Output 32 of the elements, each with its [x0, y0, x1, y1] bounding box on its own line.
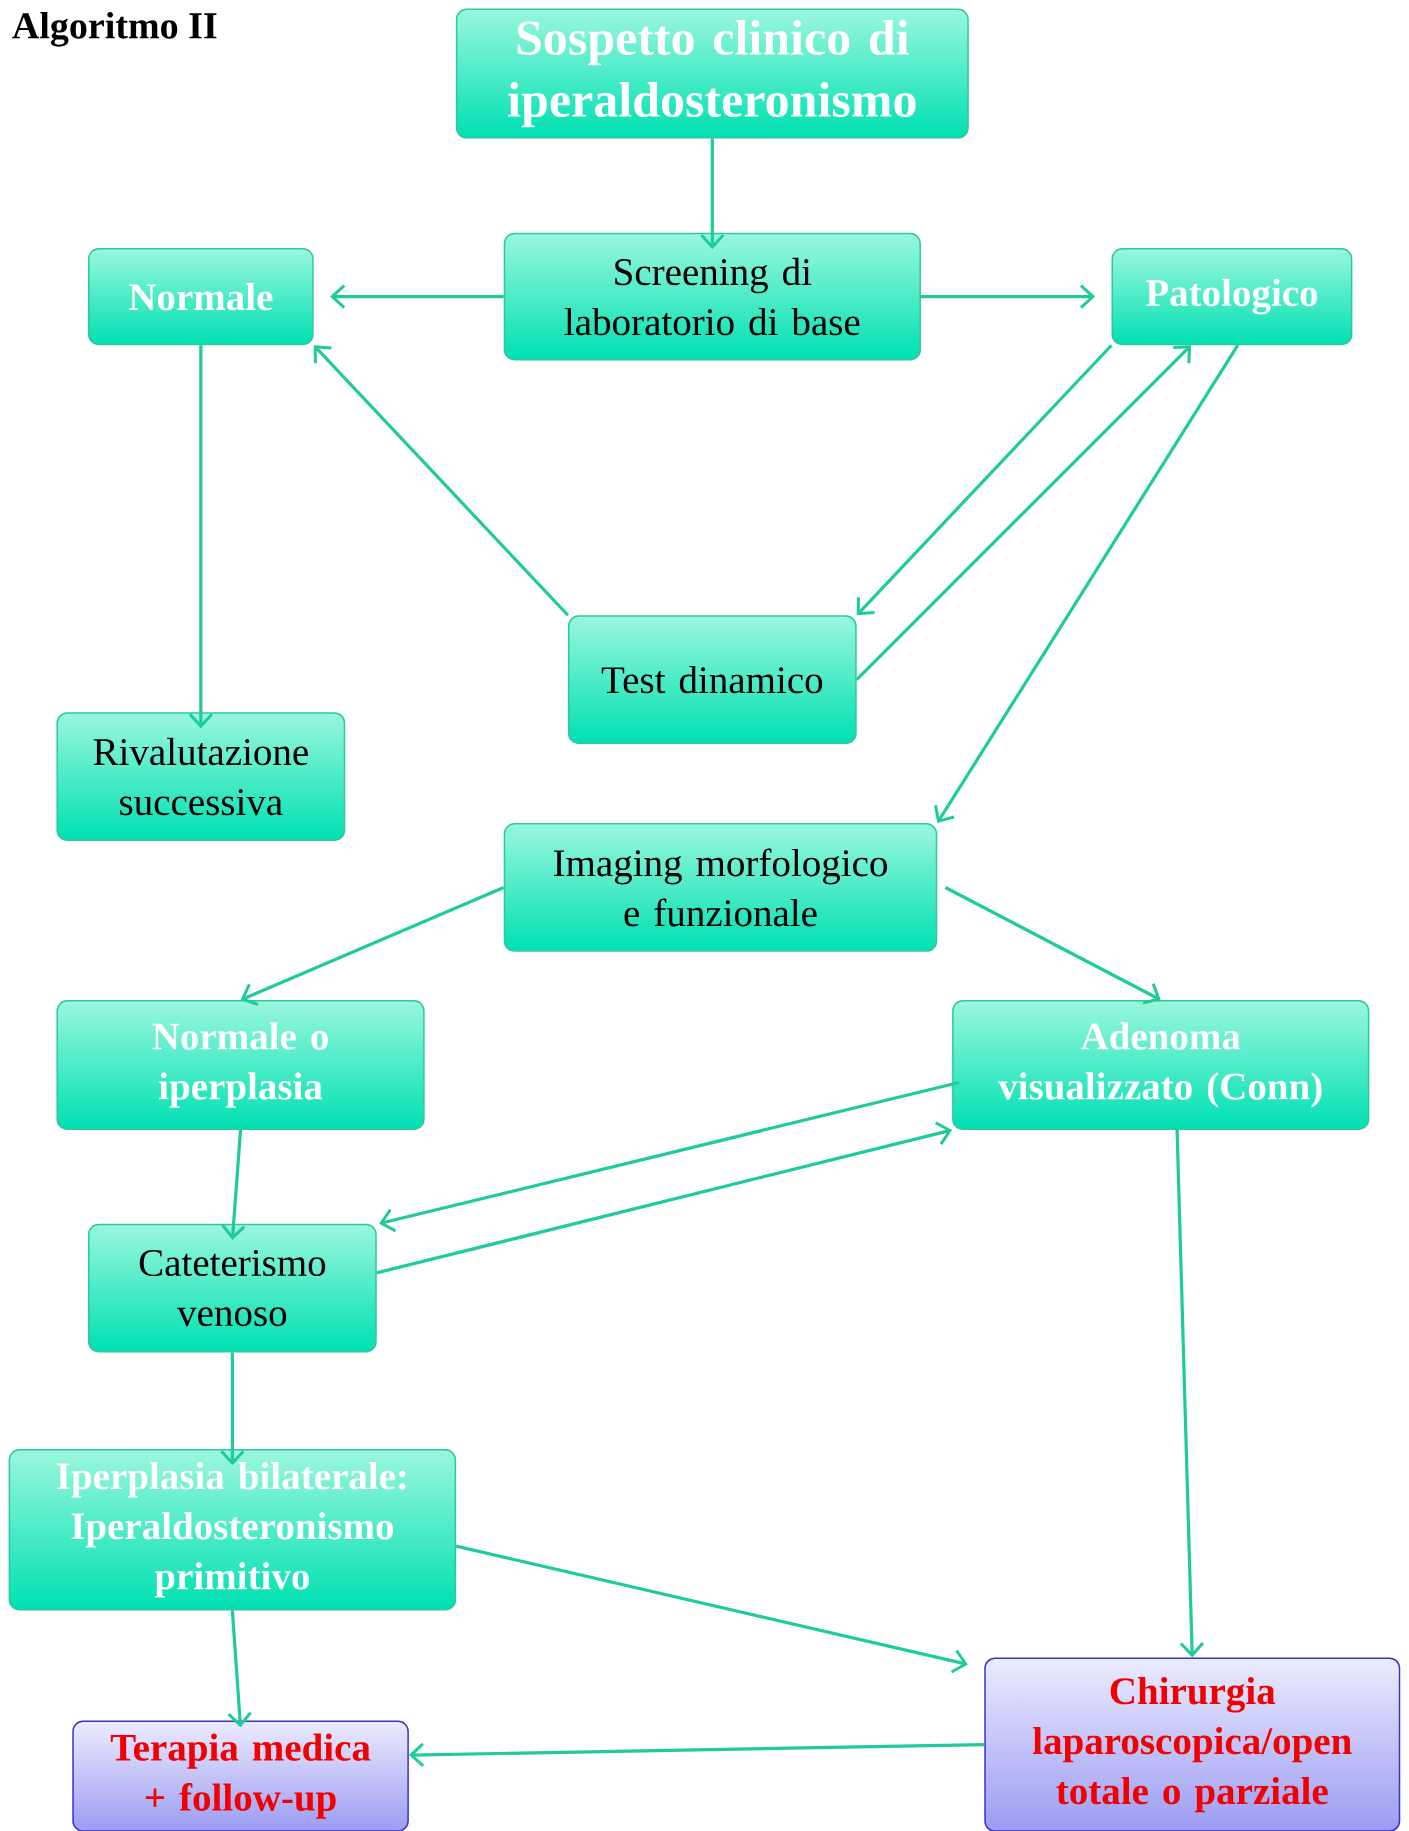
process-box: Adenoma visualizzato (Conn) [951, 1000, 1370, 1130]
process-box: Patologico [1111, 248, 1353, 346]
arrow [220, 1352, 245, 1466]
arrow [188, 345, 213, 729]
arrow [944, 886, 1161, 1005]
outcome-box: Terapia medica + follow-up [72, 1720, 409, 1831]
process-box: Normale o iperplasia [56, 1000, 425, 1130]
arrow [700, 138, 725, 250]
arrow [455, 1544, 968, 1674]
arrow [856, 344, 1113, 616]
title: Algoritmo II [12, 11, 217, 47]
process-box: Imaging morfologico e funzionale [503, 823, 938, 952]
process-box: Rivalutazione successiva [56, 712, 345, 841]
process-box: Test dinamico [567, 615, 857, 744]
process-box: Cateterismo venoso [87, 1223, 377, 1353]
arrow [920, 284, 1095, 309]
arrow [329, 284, 504, 309]
arrow [933, 344, 1239, 824]
arrow [227, 1610, 252, 1728]
process-box: Normale [87, 248, 314, 346]
arrow [376, 1121, 952, 1275]
arrow [855, 345, 1191, 681]
arrow [313, 345, 569, 617]
arrow [221, 1129, 246, 1240]
arrow [1175, 1129, 1204, 1658]
arrow [240, 886, 505, 1006]
process-box: Iperplasia bilaterale: Iperaldosteronismo primitivo [8, 1449, 456, 1611]
arrow [378, 1080, 960, 1233]
arrow [408, 1742, 985, 1767]
outcome-box: Chirurgia laparoscopica/open totale o parziale [984, 1657, 1401, 1831]
process-box: Sospetto clinico di iperaldosteronismo [455, 8, 969, 139]
process-box: Screening di laboratorio di base [503, 232, 921, 361]
